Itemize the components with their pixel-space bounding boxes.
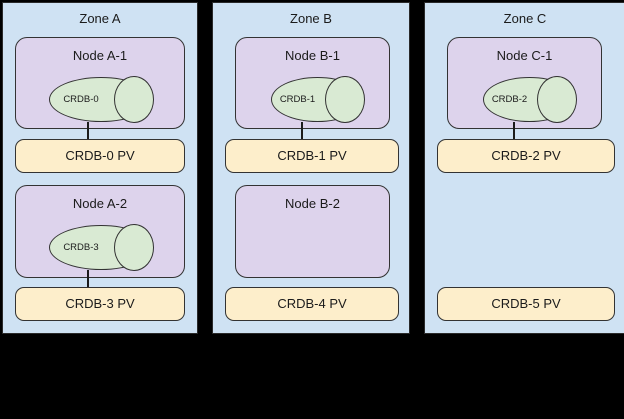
pv-crdb-5-label: CRDB-5 PV — [491, 296, 561, 311]
cylinder-cap-icon — [537, 76, 577, 123]
node-b-2-box[interactable]: Node B-2 — [235, 185, 390, 278]
pv-crdb-3-box[interactable]: CRDB-3 PV — [15, 287, 185, 321]
cylinder-cap-icon — [114, 76, 154, 123]
pv-crdb-2-label: CRDB-2 PV — [491, 148, 561, 163]
zone-title-c: Zone C — [503, 11, 547, 26]
database-crdb-2[interactable]: CRDB-2 — [483, 76, 577, 123]
database-crdb-1[interactable]: CRDB-1 — [271, 76, 365, 123]
node-b-1-box[interactable]: Node B-1 CRDB-1 — [235, 37, 390, 129]
database-crdb-0[interactable]: CRDB-0 — [49, 76, 154, 123]
node-a-2-box[interactable]: Node A-2 CRDB-3 — [15, 185, 185, 278]
zone-title-b: Zone B — [290, 11, 332, 26]
pv-crdb-1-box[interactable]: CRDB-1 PV — [225, 139, 399, 173]
pv-crdb-5-box[interactable]: CRDB-5 PV — [437, 287, 615, 321]
node-b-1-label: Node B-1 — [285, 48, 340, 63]
connector-node-a-1-to-pv — [87, 122, 89, 140]
node-a-2-label: Node A-2 — [72, 196, 128, 211]
zone-panel-a[interactable]: Zone A Node A-1 CRDB-0 CRDB-0 PV Node A-… — [2, 2, 198, 334]
database-crdb-0-label: CRDB-0 — [63, 93, 99, 105]
node-b-2-label: Node B-2 — [285, 196, 340, 211]
connector-node-c-1-to-pv — [513, 122, 515, 140]
pv-crdb-0-box[interactable]: CRDB-0 PV — [15, 139, 185, 173]
pv-crdb-1-label: CRDB-1 PV — [277, 148, 347, 163]
node-c-1-box[interactable]: Node C-1 CRDB-2 — [447, 37, 602, 129]
node-c-1-label: Node C-1 — [496, 48, 553, 63]
cylinder-cap-icon — [114, 224, 154, 271]
pv-crdb-4-label: CRDB-4 PV — [277, 296, 347, 311]
database-crdb-1-label: CRDB-1 — [279, 93, 316, 105]
node-a-1-label: Node A-1 — [72, 48, 128, 63]
pv-crdb-4-box[interactable]: CRDB-4 PV — [225, 287, 399, 321]
database-crdb-2-label: CRDB-2 — [491, 93, 528, 105]
pv-crdb-3-label: CRDB-3 PV — [65, 296, 135, 311]
connector-node-b-1-to-pv — [301, 122, 303, 140]
connector-node-a-2-to-pv — [87, 270, 89, 288]
zone-title-a: Zone A — [79, 11, 121, 26]
zone-panel-c[interactable]: Zone C Node C-1 CRDB-2 CRDB-2 PV CRDB-5 … — [424, 2, 624, 334]
cylinder-cap-icon — [325, 76, 365, 123]
database-crdb-3-label: CRDB-3 — [63, 241, 99, 253]
database-crdb-3[interactable]: CRDB-3 — [49, 224, 154, 271]
zone-panel-b[interactable]: Zone B Node B-1 CRDB-1 CRDB-1 PV Node B-… — [212, 2, 410, 334]
pv-crdb-0-label: CRDB-0 PV — [65, 148, 135, 163]
node-a-1-box[interactable]: Node A-1 CRDB-0 — [15, 37, 185, 129]
pv-crdb-2-box[interactable]: CRDB-2 PV — [437, 139, 615, 173]
